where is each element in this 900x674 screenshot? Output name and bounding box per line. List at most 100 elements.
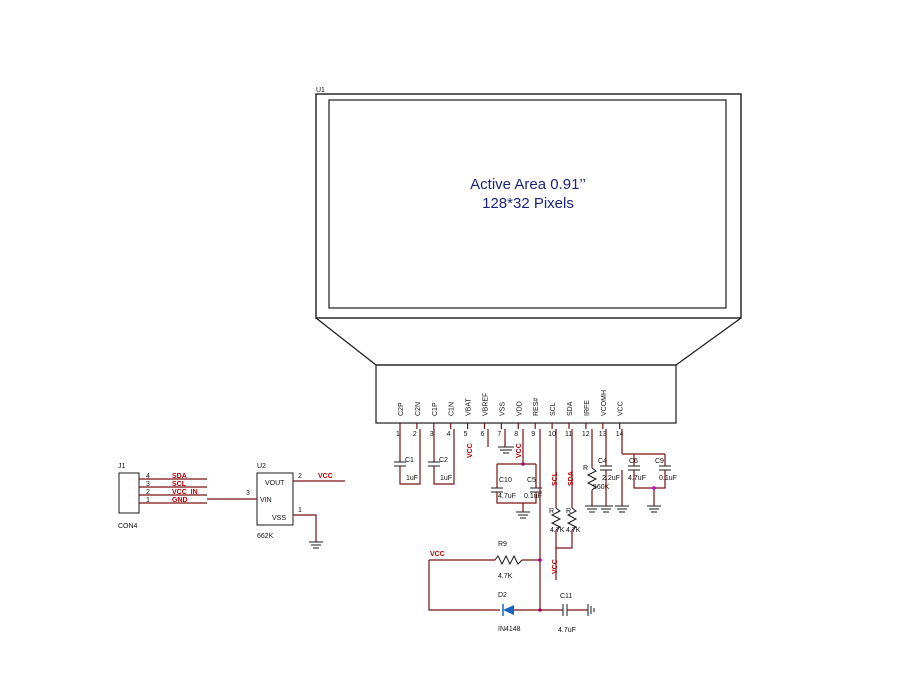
- cap-c11: [540, 604, 595, 616]
- pin-num-7: 7: [497, 431, 501, 438]
- c6-ref: C6: [629, 458, 638, 465]
- j1-pin-3: 3: [146, 481, 150, 488]
- u1-pins: C2P1C2N2C1P3C1N4VBAT5VBREF6VSS7VDD8RES#9…: [396, 390, 625, 438]
- pin-num-3: 3: [430, 431, 434, 438]
- c5-ref: C5: [527, 477, 536, 484]
- cap-c2: [428, 429, 455, 485]
- pin-num-2: 2: [413, 431, 417, 438]
- c10-value: 4.7uF: [498, 493, 516, 500]
- pin-name-4: C1N: [449, 402, 456, 416]
- sda-net: SDA: [568, 471, 575, 486]
- c4-ref: C4: [598, 458, 607, 465]
- c9-ref: C9: [655, 458, 664, 465]
- u2-pin2: 2: [298, 473, 302, 480]
- r2-ref: R: [549, 508, 554, 515]
- d2-ref: D2: [498, 592, 507, 599]
- diode-d2-icon: [502, 604, 540, 616]
- u1-display-outline: [315, 93, 742, 424]
- u2-vss-wire: [293, 514, 317, 542]
- pin-name-1: C2P: [398, 402, 405, 416]
- pin-name-8: VDD: [516, 401, 523, 416]
- resistor-r9: [494, 554, 540, 566]
- pin-num-12: 12: [582, 431, 590, 438]
- j1-net-1: GND: [172, 497, 188, 504]
- pin-name-10: SCL: [550, 402, 557, 416]
- c4-value: 2.2uF: [602, 475, 620, 482]
- r-iref-ref: R: [583, 465, 588, 472]
- pin-name-5: VBAT: [466, 398, 473, 416]
- pin-num-13: 13: [599, 431, 607, 438]
- cap-c1: [394, 429, 421, 485]
- j1-net-2: VCC_IN: [172, 489, 198, 496]
- pin-name-13: VCOMH: [601, 390, 608, 416]
- pin-name-14: VCC: [618, 401, 625, 416]
- j1-part: CON4: [118, 523, 138, 530]
- pin-num-6: 6: [481, 431, 485, 438]
- j1-pin-2: 2: [146, 489, 150, 496]
- r9-vcc-net: VCC: [430, 551, 445, 558]
- pin-num-4: 4: [447, 431, 451, 438]
- active-area-label: Active Area 0.91’’: [470, 176, 586, 193]
- c2-value: 1uF: [440, 475, 452, 482]
- j1-pin-4: 4: [146, 473, 150, 480]
- c1-value: 1uF: [406, 475, 418, 482]
- u2-part: 662K: [257, 533, 274, 540]
- c2-ref: C2: [439, 457, 448, 464]
- u2-vcc-net: VCC: [318, 473, 333, 480]
- r9-ref: R9: [498, 541, 507, 548]
- pin-name-3: C1P: [432, 402, 439, 416]
- cap-c4: [599, 429, 613, 513]
- u2-vout-label: VOUT: [265, 480, 285, 487]
- j1-net-4: SDA: [172, 473, 187, 480]
- u2-ref: U2: [257, 463, 266, 470]
- r9-value: 4.7K: [498, 573, 513, 580]
- c9-value: 0.1uF: [659, 475, 677, 482]
- r3-ref: R: [566, 508, 571, 515]
- c11-value: 4.7uF: [558, 627, 576, 634]
- pin-name-9: RES#: [533, 398, 540, 416]
- pin8-vcc-net: VCC: [516, 443, 523, 458]
- resistor-iref: [585, 429, 599, 513]
- c10-ref: C10: [499, 477, 512, 484]
- pullup-vcc-net: VCC: [552, 559, 559, 574]
- j1-net-3: SCL: [172, 481, 187, 488]
- scl-net: SCL: [552, 471, 559, 486]
- u2-pin3: 3: [246, 490, 250, 497]
- j1-body: [118, 472, 140, 514]
- pin-num-8: 8: [514, 431, 518, 438]
- c5-value: 0.1uF: [524, 493, 542, 500]
- j1-pins: 4 SDA 3 SCL 2 VCC_IN 1 GND: [139, 473, 207, 504]
- u1-ref: U1: [316, 87, 325, 94]
- r3-value: 4.7K: [566, 527, 581, 534]
- pin-name-12: IRFE: [584, 400, 591, 416]
- pin5-vcc-net: VCC: [467, 443, 474, 458]
- pin-name-6: VBREF: [483, 393, 490, 416]
- pin-num-1: 1: [396, 431, 400, 438]
- ground-icon: [309, 541, 323, 549]
- pin-name-2: C2N: [415, 402, 422, 416]
- resistor-r3: [566, 507, 578, 531]
- vcc-loop-wire: [428, 560, 500, 611]
- u2-vin-label: VIN: [260, 497, 272, 504]
- u2-vss-label: VSS: [272, 515, 286, 522]
- pin-num-14: 14: [616, 431, 624, 438]
- resistor-r2: [550, 507, 562, 531]
- ground-icon: [498, 429, 514, 454]
- u2-pin1: 1: [298, 507, 302, 514]
- c6-value: 4.7uF: [628, 475, 646, 482]
- pin-num-11: 11: [565, 431, 572, 438]
- cap-c10-c5: [491, 429, 542, 519]
- cap-c6-c9: [615, 429, 671, 513]
- c11-ref: C11: [560, 593, 572, 600]
- j1-pin-1: 1: [146, 497, 150, 504]
- pin-num-9: 9: [531, 431, 535, 438]
- c1-ref: C1: [405, 457, 414, 464]
- pin-num-10: 10: [548, 431, 556, 438]
- r2-value: 4.7K: [550, 527, 565, 534]
- j1-ref: J1: [118, 463, 126, 470]
- d2-part: IN4148: [498, 626, 521, 633]
- pullup-bus: [555, 530, 573, 549]
- pixels-label: 128*32 Pixels: [482, 195, 574, 212]
- pin-name-7: VSS: [499, 402, 506, 416]
